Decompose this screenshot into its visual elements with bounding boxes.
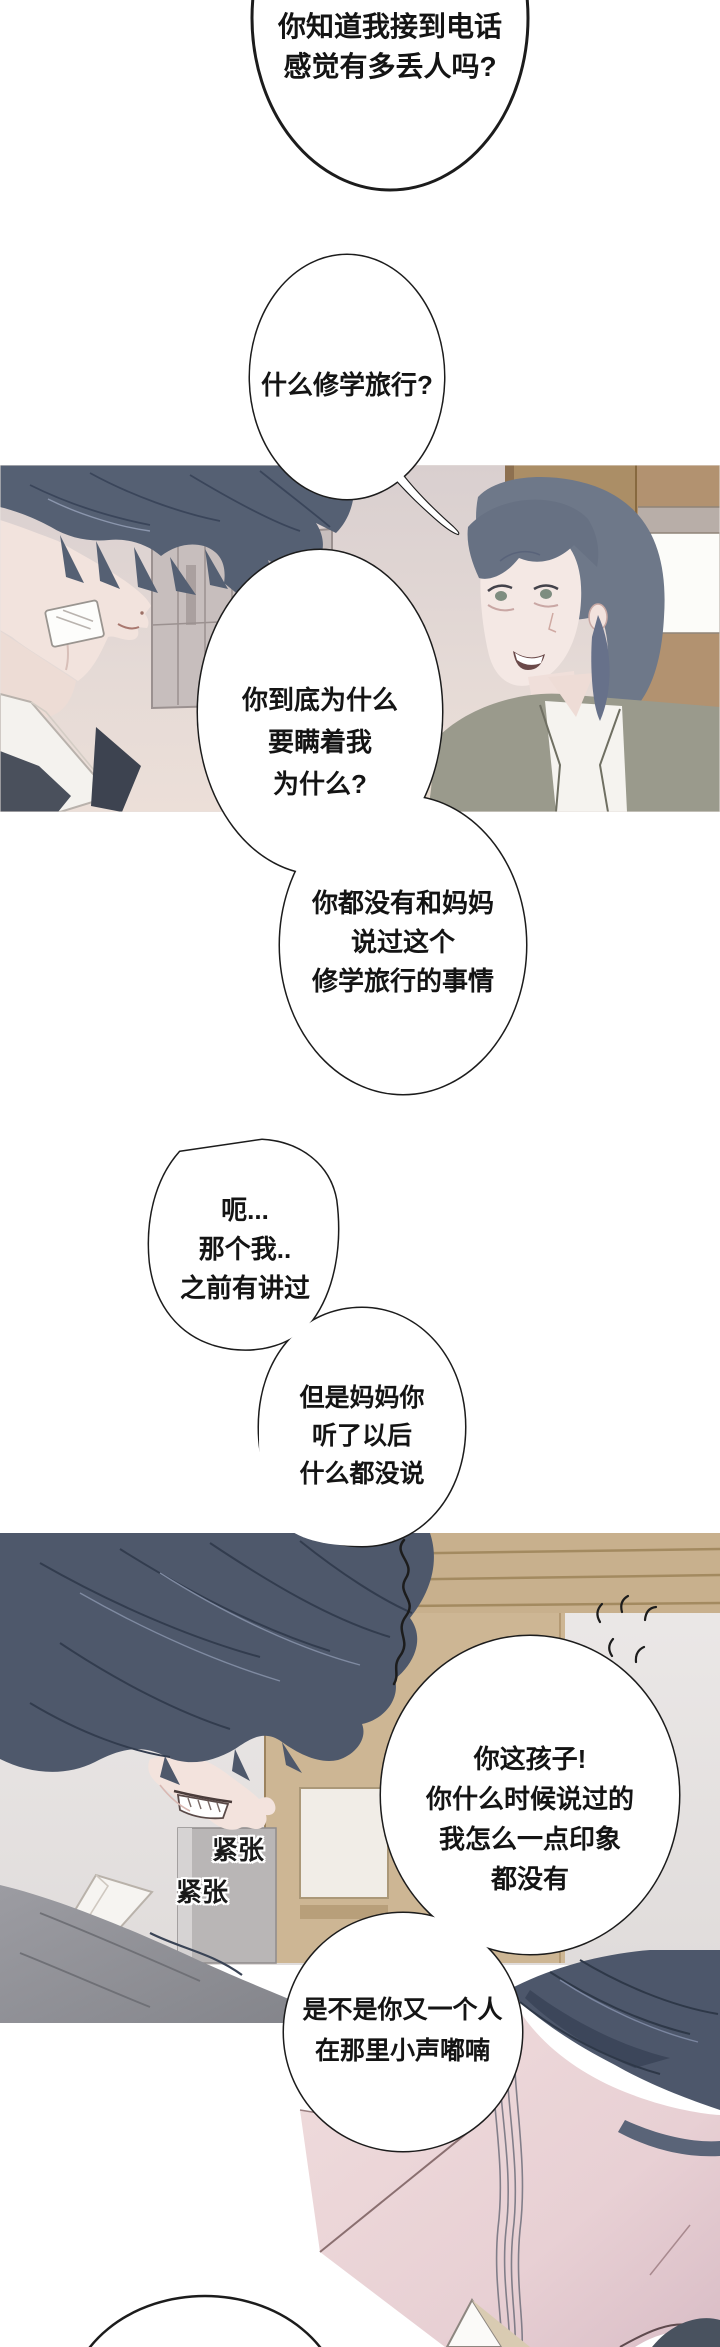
woman-right-eye [533,584,559,591]
gritted-teeth [176,1793,230,1820]
man-face [0,520,151,681]
man-jacket [0,751,71,812]
bubble-1-line-2: 感觉有多丢人吗? [283,51,497,82]
upper-lip [173,1789,233,1804]
bubble-5-text: 呃... 那个我.. 之前有讲过 [145,1191,345,1308]
door-panel [299,1787,389,1899]
bubble-3-line-2: 要瞒着我 [267,727,372,757]
woman-blouse [545,701,627,812]
bubble-5-line-1: 呃... [221,1195,269,1225]
bubble-3-line-3: 为什么? [273,769,367,799]
bubble-8-line-1: 是不是你又一个人 [302,1996,503,2024]
door-frame [505,465,720,812]
bubble-8-line-2: 在那里小声嘟喃 [314,2037,490,2065]
sfx-nervous-2: 紧张 [176,1877,229,1907]
bubble-7-line-3: 我怎么一点印象 [438,1824,621,1854]
gray-column [177,1827,277,1964]
bubble-5-line-2: 那个我.. [198,1234,292,1264]
bubble-6-line-1: 但是妈妈你 [299,1384,425,1412]
bubble-4-line-1: 你都没有和妈妈 [311,888,494,918]
bubble-4-text: 你都没有和妈妈 说过这个 修学旅行的事情 [283,884,523,1001]
panel-closeup [220,1950,720,2347]
woman-nose [548,612,557,633]
bandage [44,599,105,648]
man-face [148,1755,276,1830]
bubble-4-line-2: 说过这个 [350,927,455,957]
stray-hair-wisp [149,1932,243,1976]
bubble-3-text: 你到底为什么 要瞒着我 为什么? [200,679,440,805]
woman [428,477,720,812]
bubble-1-text: 你知道我接到电话 感觉有多丢人吗? [250,7,530,87]
jacket-lapels [539,704,621,812]
bubble-2-text: 什么修学旅行? [247,364,447,406]
jacket-folds [19,1912,201,2008]
bubble-7-line-4: 都没有 [490,1864,569,1894]
jacket-shoulder [0,1885,296,2023]
bubble-2-line-1: 什么修学旅行? [261,370,433,400]
closeup-skin [300,1990,720,2347]
panel-nervous-art [0,1533,720,2023]
man-neck [0,631,76,719]
man-tie [91,727,141,812]
hair-swoosh [618,2120,720,2157]
bubble-3-line-1: 你到底为什么 [241,685,398,715]
hair-corner [652,2318,720,2347]
bubble-4-line-3: 修学旅行的事情 [311,966,494,996]
bubble-5-line-3: 之前有讲过 [179,1273,310,1303]
closeup-hair [508,1950,720,2157]
man-hair-strands [29,470,331,532]
man-hair [0,1533,434,1772]
bubble-1-line-1: 你知道我接到电话 [277,11,502,42]
bubble-8-text: 是不是你又一个人 在那里小声嘟喃 [280,1990,525,2072]
man-mouth [117,623,140,630]
bubble-6-line-2: 听了以后 [311,1422,412,1450]
bubble-6-line-3: 什么都没说 [299,1460,425,1488]
bowed-man [0,1533,434,2023]
panel-closeup-art [299,1950,720,2347]
woman-hair-strand [591,615,610,721]
bubble-7-text: 你这孩子! 你什么时候说过的 我怎么一点印象 都没有 [400,1739,660,1899]
bubble-7-line-1: 你这孩子! [473,1744,587,1774]
woman-bangs [467,499,599,579]
sfx-nervous-1: 紧张 [212,1835,265,1865]
man-hair-fringe [60,535,228,595]
bubble-7-line-2: 你什么时候说过的 [425,1784,634,1814]
panel-nervous-man [0,1533,720,2023]
woman-left-eye [487,584,513,592]
man-hair-strands [29,1540,413,1758]
skin-crease [319,2132,468,2253]
bubble-6-text: 但是妈妈你 听了以后 什么都没说 [262,1379,462,1493]
collar-shadow [472,2300,530,2347]
